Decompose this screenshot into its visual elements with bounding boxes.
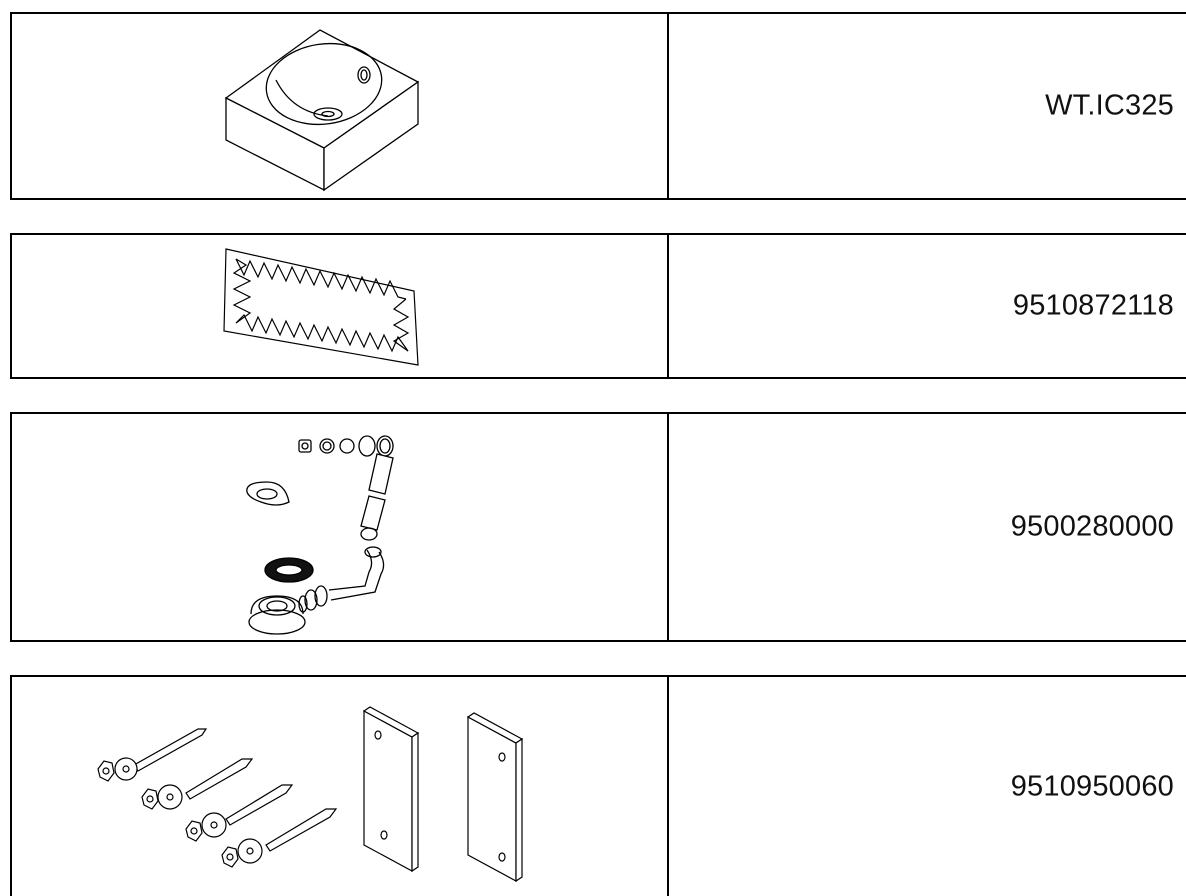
- part-image-cell: [12, 414, 669, 640]
- part-row-washbasin: WT.IC325: [10, 12, 1186, 200]
- part-code: WT.IC325: [1045, 89, 1174, 122]
- part-code-cell: 9510872118: [669, 235, 1186, 377]
- part-code-cell: 9510950060: [669, 677, 1186, 896]
- part-code: 9510950060: [1010, 770, 1174, 802]
- part-row-gasket: 9510872118: [10, 233, 1186, 379]
- drain-siphon-kit-icon: [237, 424, 417, 640]
- part-image-cell: [12, 677, 669, 896]
- part-image-cell: [12, 235, 669, 377]
- mounting-kit-icon: [82, 705, 542, 885]
- part-image-cell: [12, 14, 669, 198]
- gasket-icon: [222, 243, 422, 369]
- washbasin-icon: [222, 20, 422, 196]
- part-code-cell: 9500280000: [669, 414, 1186, 640]
- part-code: 9500280000: [1010, 510, 1174, 543]
- part-row-mounting-kit: 9510950060: [10, 675, 1186, 896]
- part-row-drain-kit: 9500280000: [10, 412, 1186, 642]
- part-code: 9510872118: [1012, 289, 1174, 322]
- part-code-cell: WT.IC325: [669, 14, 1186, 198]
